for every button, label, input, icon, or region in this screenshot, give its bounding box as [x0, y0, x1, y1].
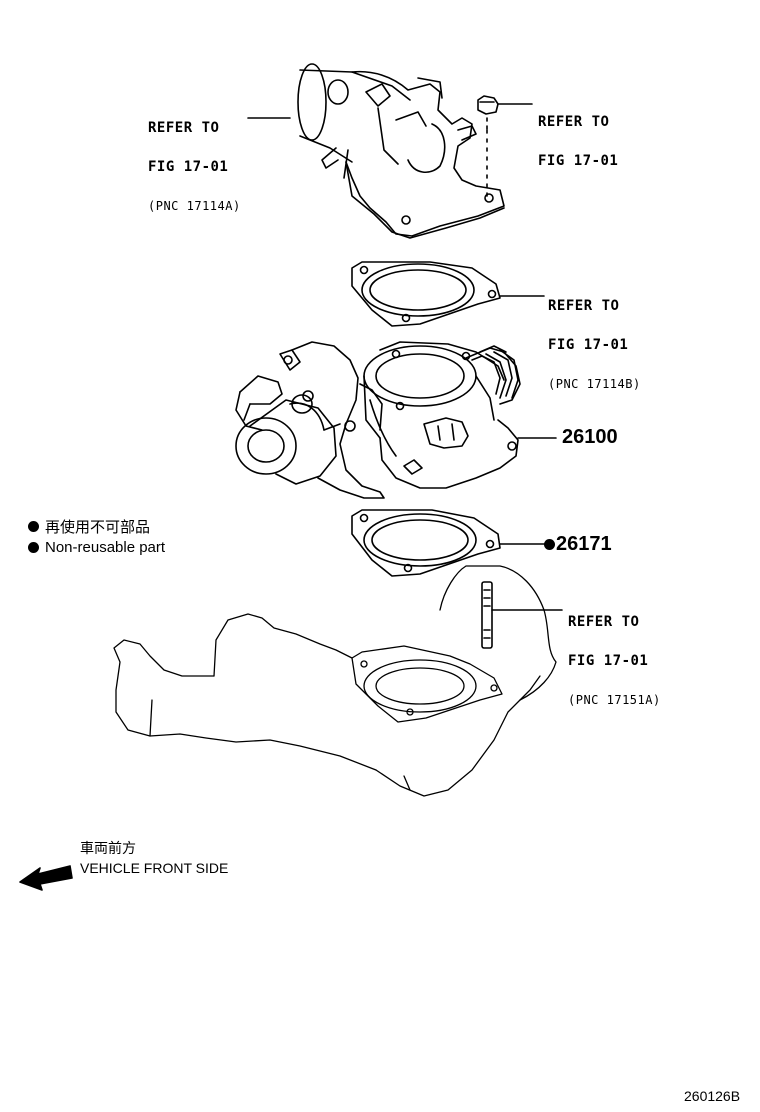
vehicle-front-label-en: VEHICLE FRONT SIDE — [80, 860, 229, 876]
throttle-body-part — [236, 342, 556, 498]
legend-row-en: Non-reusable part — [28, 537, 165, 558]
legend-dot-icon — [28, 521, 39, 532]
callout-top-left-line2: FIG 17-01 — [148, 159, 229, 175]
callout-stud-line1: REFER TO — [568, 614, 640, 630]
upper-gasket-part — [352, 262, 544, 326]
callout-top-right-line1: REFER TO — [538, 114, 610, 130]
part-number-lower-gasket-text: 26171 — [556, 533, 612, 555]
intake-manifold-outline — [114, 566, 556, 796]
cap-nut-part — [478, 96, 532, 200]
part-number-throttle-body: 26100 — [562, 426, 618, 449]
callout-top-left: REFER TO FIG 17-01 (PNC 17114A) — [148, 96, 241, 239]
legend-dot-icon — [28, 542, 39, 553]
vehicle-front-label: 車両前方 VEHICLE FRONT SIDE — [80, 838, 228, 876]
legend-text-en: Non-reusable part — [45, 539, 166, 556]
callout-stud: REFER TO FIG 17-01 (PNC 17151A) — [568, 590, 661, 733]
lower-gasket-part — [352, 510, 546, 576]
figure-id-text: 260126B — [684, 1088, 741, 1104]
callout-stud-line2: FIG 17-01 — [568, 653, 649, 669]
legend: 再使用不可部品 Non-reusable part — [28, 516, 165, 558]
legend-row-jp: 再使用不可部品 — [28, 516, 165, 537]
callout-upper-gasket-pnc: (PNC 17114B) — [548, 377, 641, 391]
intake-connector-part — [298, 64, 504, 238]
callout-upper-gasket-line1: REFER TO — [548, 298, 620, 314]
callout-top-right-line2: FIG 17-01 — [538, 153, 619, 169]
stud-part — [482, 582, 562, 648]
legend-text-jp: 再使用不可部品 — [45, 519, 151, 536]
vehicle-front-arrow-icon — [20, 866, 72, 890]
non-reusable-marker-icon — [544, 539, 555, 550]
callout-upper-gasket: REFER TO FIG 17-01 (PNC 17114B) — [548, 274, 641, 417]
callout-stud-pnc: (PNC 17151A) — [568, 693, 661, 707]
part-number-throttle-body-text: 26100 — [562, 426, 618, 448]
callout-top-left-line1: REFER TO — [148, 120, 220, 136]
callout-upper-gasket-line2: FIG 17-01 — [548, 337, 629, 353]
vehicle-front-label-jp: 車両前方 — [80, 840, 136, 856]
figure-id: 260126B — [684, 1088, 740, 1104]
part-number-lower-gasket: 26171 — [544, 533, 612, 556]
callout-top-right: REFER TO FIG 17-01 — [538, 90, 618, 194]
callout-top-left-pnc: (PNC 17114A) — [148, 199, 241, 213]
